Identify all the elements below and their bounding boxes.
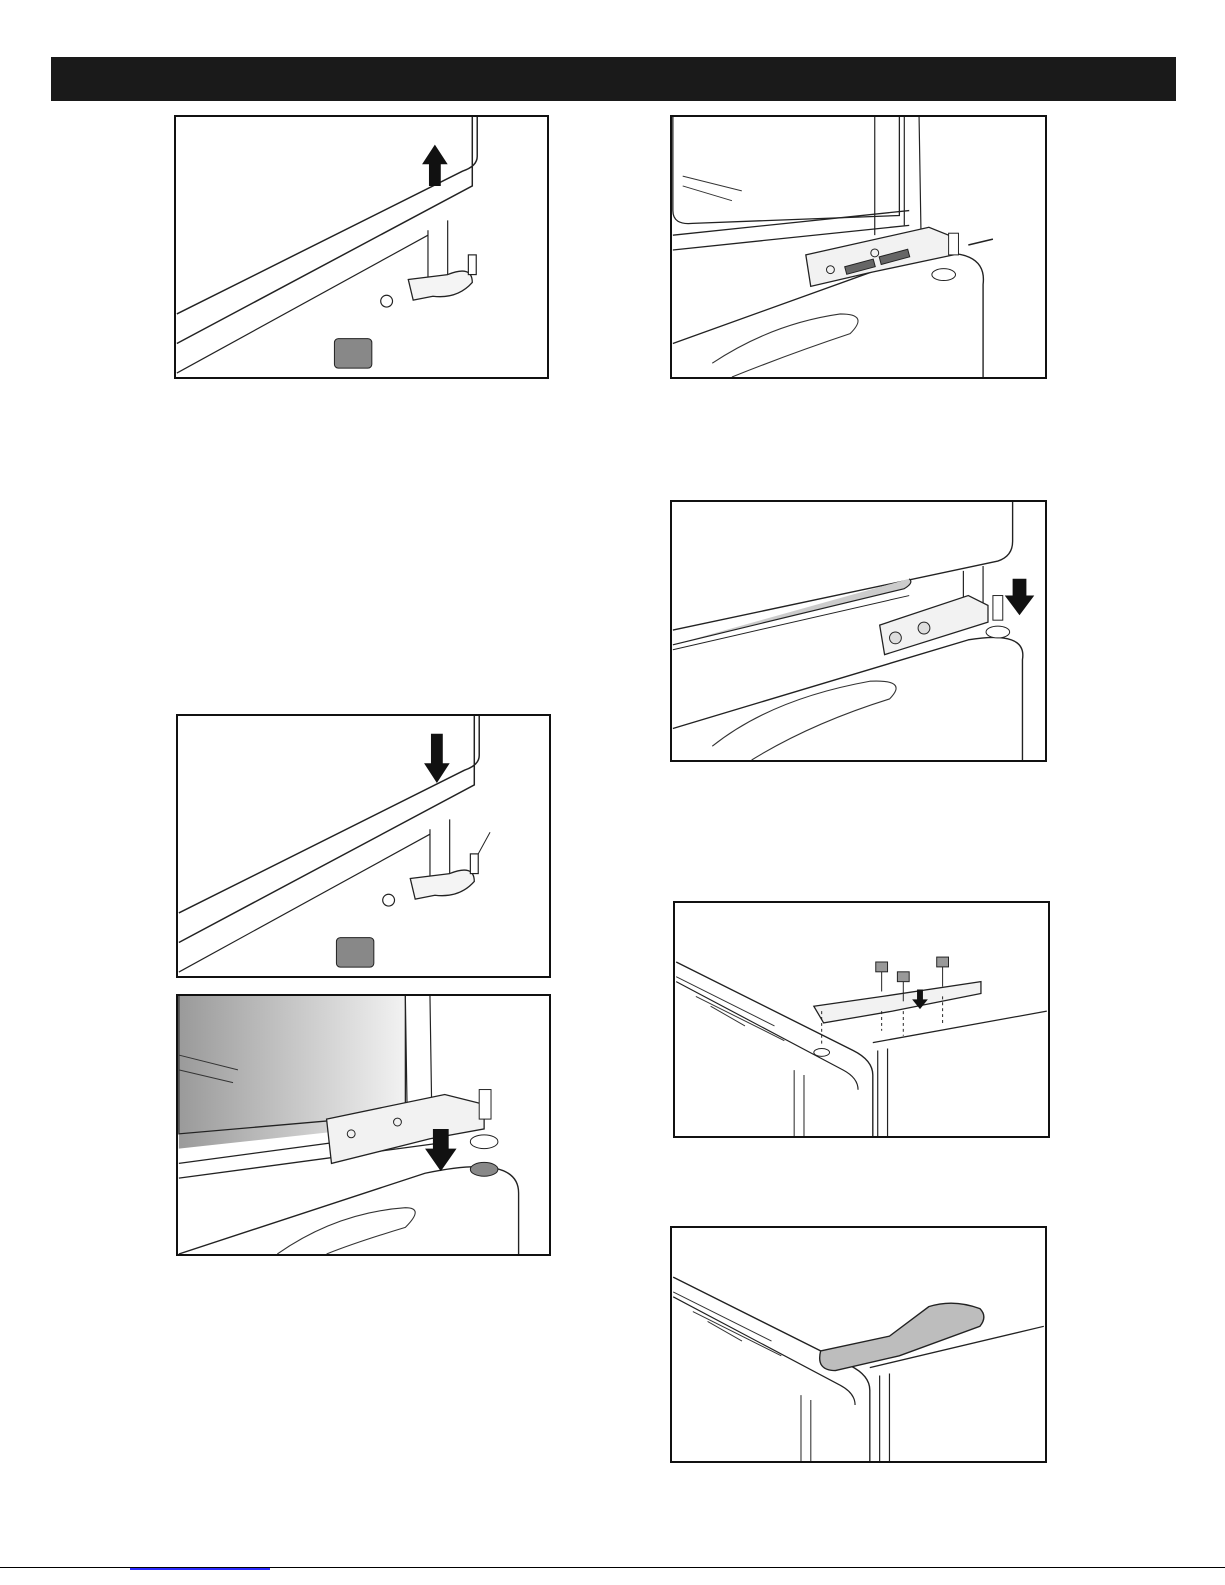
figure-lower-door-drawing [672, 502, 1045, 760]
figure-lift-door [174, 115, 549, 379]
footer-link-underline [130, 1568, 270, 1570]
figure-hinge-removal-drawing [178, 996, 549, 1254]
section-header-bar [51, 57, 1176, 101]
arrow-down-icon [424, 734, 450, 783]
arrow-down-icon [1005, 579, 1035, 615]
figure-hinge-screws [670, 115, 1047, 379]
figure-top-hinge-screws-drawing [675, 903, 1048, 1136]
figure-hinge-cover [670, 1226, 1047, 1463]
figure-door-on-pin [176, 714, 551, 978]
figure-door-on-pin-drawing [178, 716, 549, 976]
figure-hinge-cover-drawing [672, 1228, 1045, 1461]
figure-top-hinge-screws [673, 901, 1050, 1138]
figure-hinge-removal [176, 994, 551, 1256]
figure-hinge-screws-drawing [672, 117, 1045, 377]
figure-lower-door [670, 500, 1047, 762]
figure-lift-door-drawing [176, 117, 547, 377]
